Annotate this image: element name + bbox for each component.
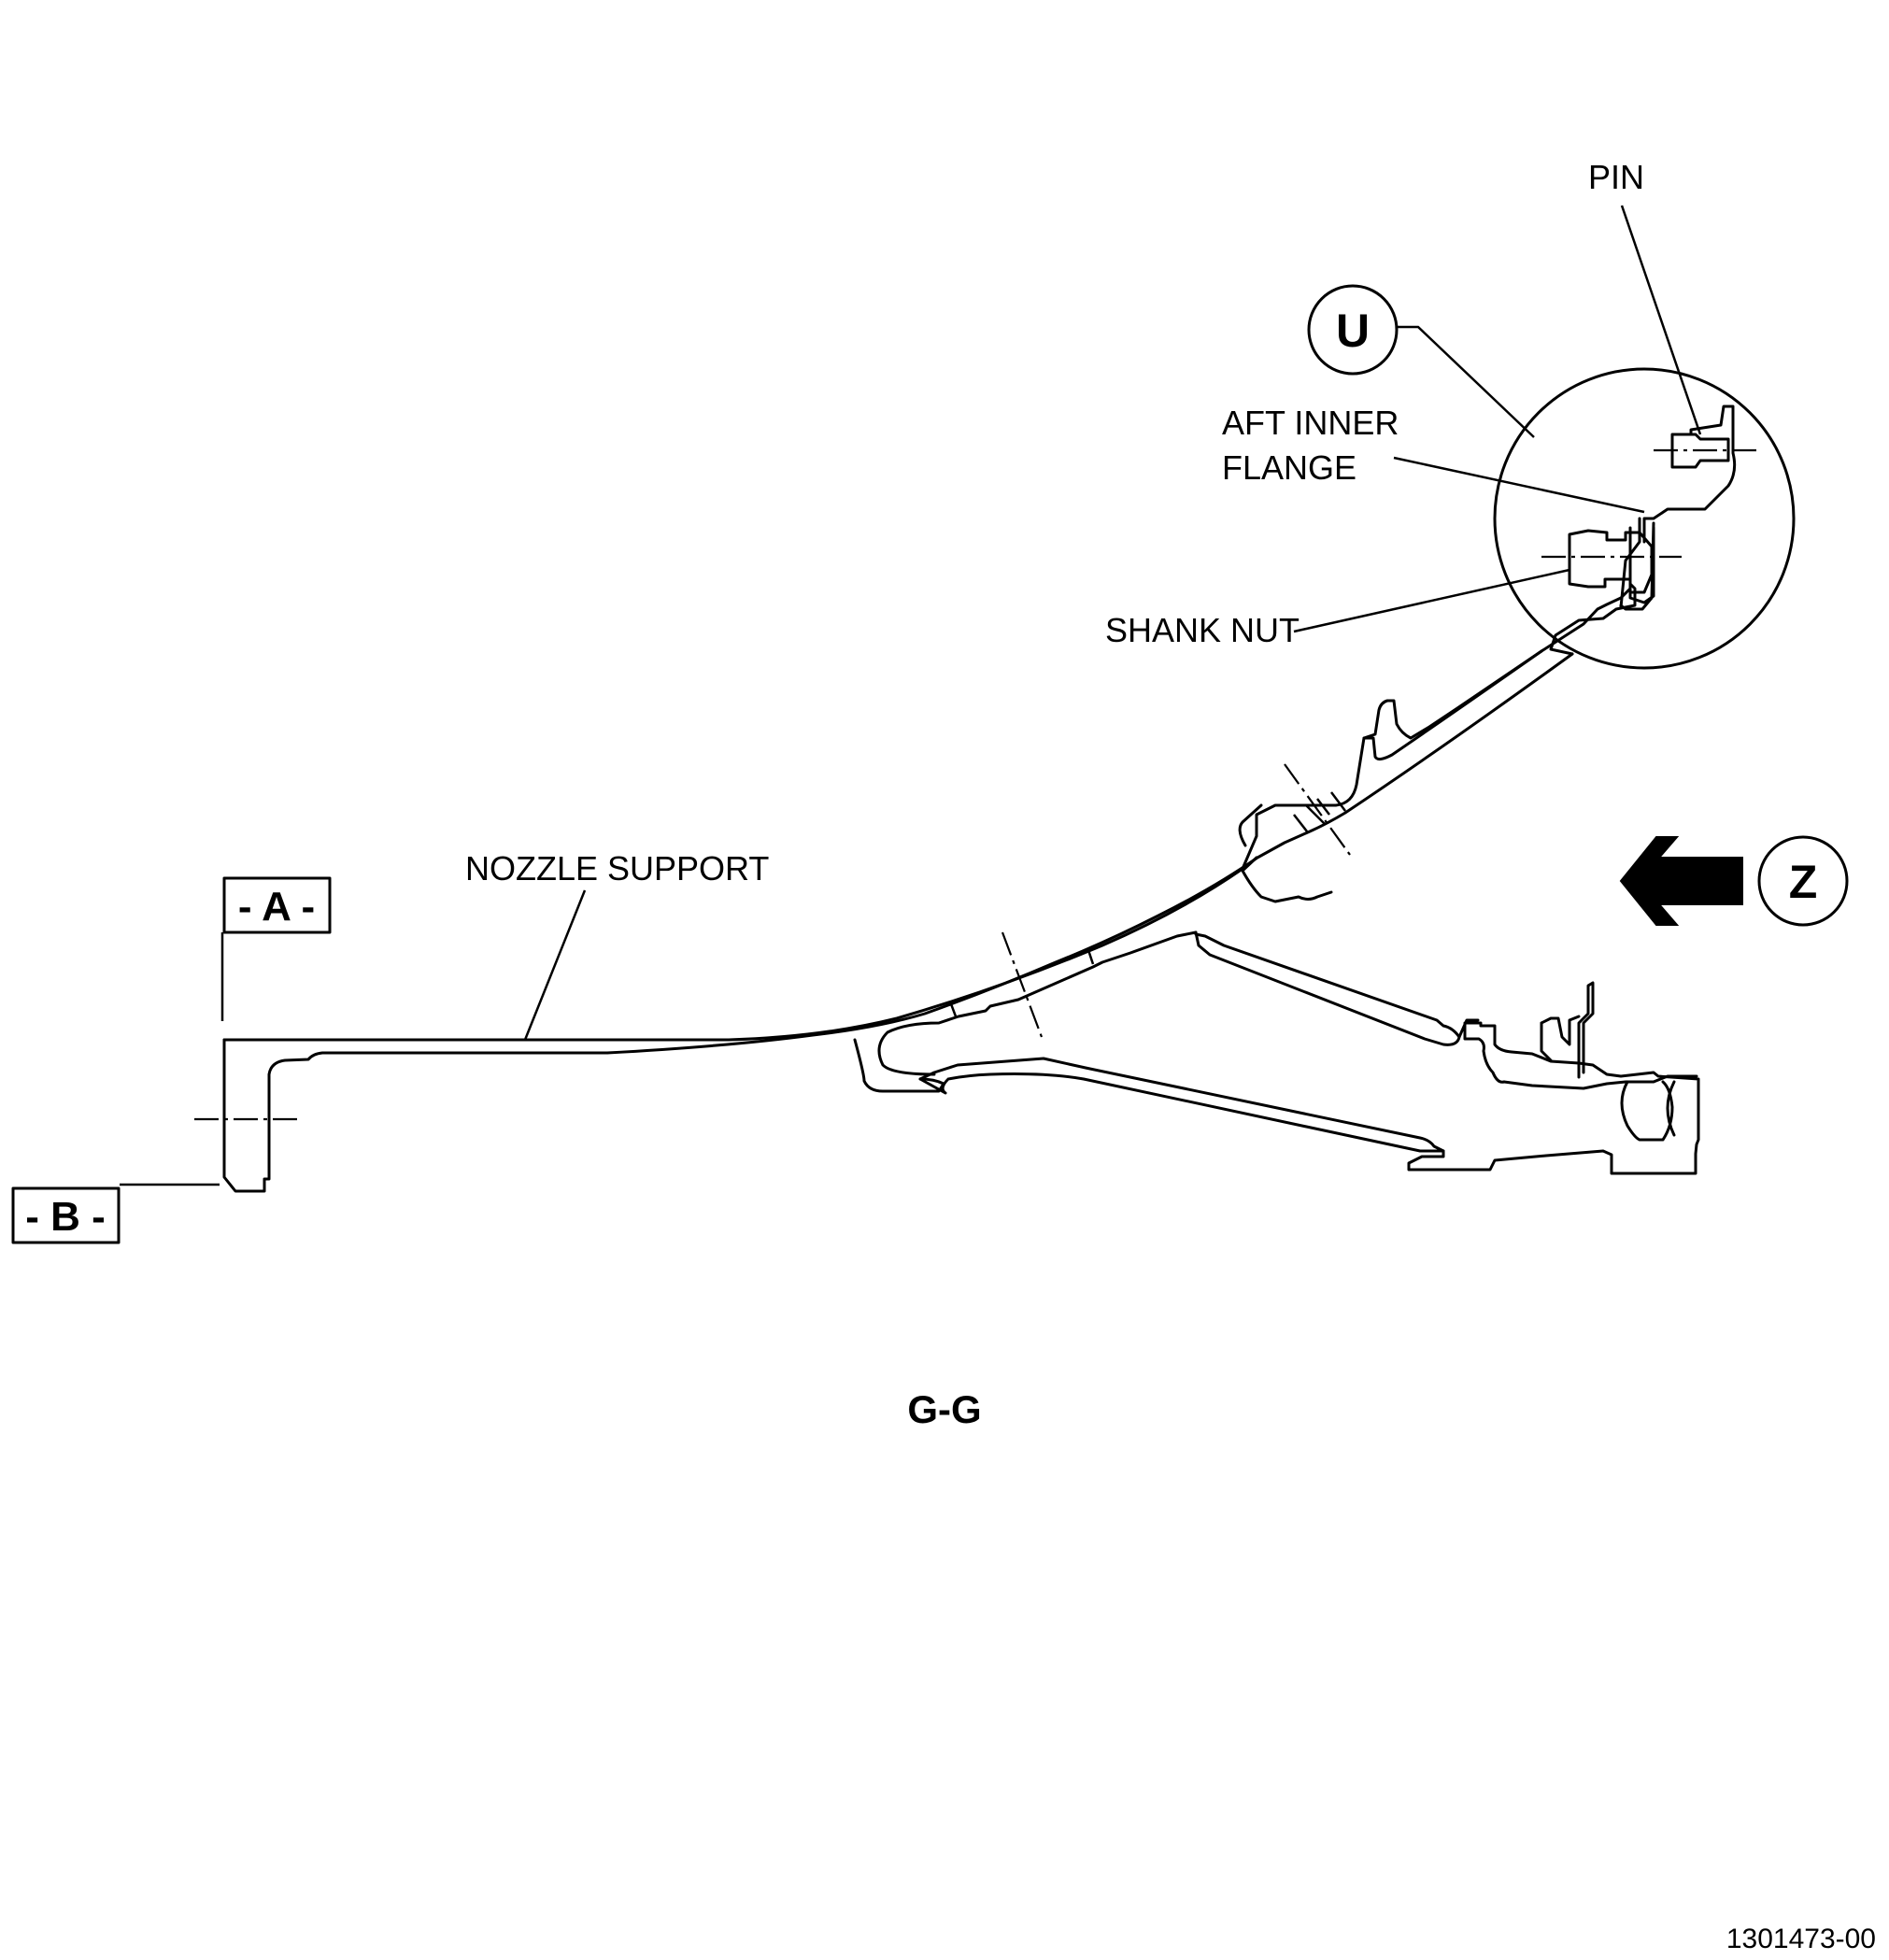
break-marks — [948, 791, 1346, 1017]
datum-b-frame: - B - — [11, 1186, 121, 1244]
view-z-letter: Z — [1789, 856, 1818, 908]
view-z-indicator: Z — [1619, 835, 1849, 927]
shank-nut-leader — [1293, 568, 1570, 633]
drawing-number: 1301473-00 — [1726, 1924, 1876, 1954]
view-arrow-icon — [1619, 836, 1743, 926]
detail-u-bubble: U — [1307, 284, 1399, 376]
leader-lines — [120, 205, 1702, 1186]
aft-inner-flange-callout-line2: FLANGE — [1222, 448, 1356, 487]
nozzle-support-section — [222, 517, 1700, 1193]
datum-a-frame: - A - — [222, 876, 332, 934]
pin-callout: PIN — [1588, 158, 1644, 196]
section-label: G-G — [907, 1387, 981, 1431]
aft-inner-flange-leader — [1393, 456, 1645, 514]
pin-leader — [1620, 205, 1702, 435]
nozzle-support-leader — [523, 889, 587, 1041]
nozzle-support-callout: NOZZLE SUPPORT — [465, 849, 769, 888]
pin-icon — [1670, 433, 1730, 469]
center-lines — [194, 448, 1756, 1121]
detail-u-circle — [1493, 367, 1796, 670]
shank-nut-callout: SHANK NUT — [1105, 611, 1300, 649]
aft-inner-flange-callout-line1: AFT INNER — [1222, 404, 1399, 442]
u-leader — [1397, 325, 1535, 438]
datum-a-label: - A - — [238, 884, 315, 930]
detail-u-letter: U — [1336, 305, 1370, 357]
datum-b-label: - B - — [25, 1194, 106, 1240]
